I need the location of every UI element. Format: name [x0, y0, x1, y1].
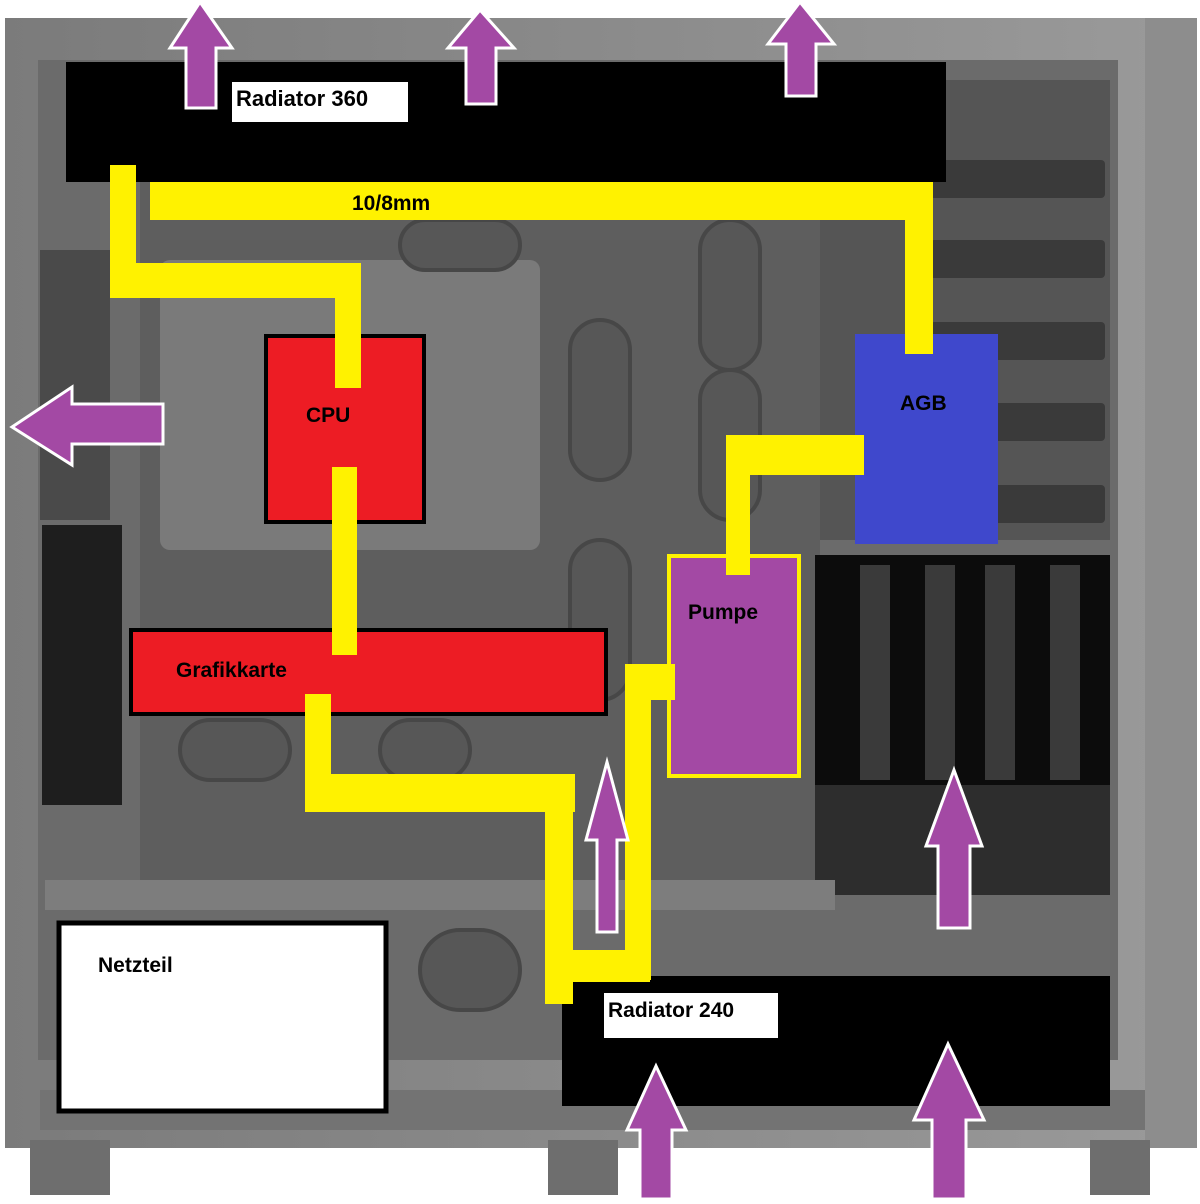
radiator-240-label: Radiator 240 [608, 999, 735, 1022]
tube-segment [335, 263, 361, 388]
reservoir-agb [855, 334, 998, 544]
pump-label: Pumpe [688, 601, 759, 624]
airflow-arrow-up-icon [444, 7, 518, 106]
pci-slots [42, 525, 122, 805]
psu-shroud-shelf [45, 880, 835, 910]
tube-segment [625, 664, 675, 700]
tube-segment [305, 774, 575, 812]
gpu-label: Grafikkarte [176, 659, 287, 682]
gpu-block [129, 628, 608, 716]
rear-fan [40, 250, 110, 520]
psu-netzteil [56, 920, 389, 1114]
airflow-arrow-up-icon [167, 0, 235, 110]
agb-label: AGB [900, 392, 947, 415]
tube-segment [332, 467, 357, 655]
psu-label: Netzteil [98, 954, 173, 977]
cpu-label: CPU [306, 404, 351, 427]
airflow-arrow-up-icon [584, 756, 630, 934]
airflow-arrow-left-icon [9, 384, 165, 468]
radiator-240-label-bg [604, 993, 778, 1038]
airflow-arrow-up-icon [764, 0, 838, 98]
tube-segment [905, 182, 933, 354]
radiator-360-label-bg [232, 82, 408, 122]
tube-segment [726, 435, 750, 575]
tubing-size-label: 10/8mm [352, 192, 431, 215]
tubing [110, 165, 933, 1004]
tube-segment [110, 263, 360, 298]
pump [667, 554, 801, 778]
airflow-arrow-up-icon [923, 765, 985, 930]
tube-segment [625, 664, 651, 980]
tube-segment [150, 182, 930, 220]
radiator-360-label: Radiator 360 [236, 86, 369, 111]
case-side-edge [1145, 18, 1197, 1148]
